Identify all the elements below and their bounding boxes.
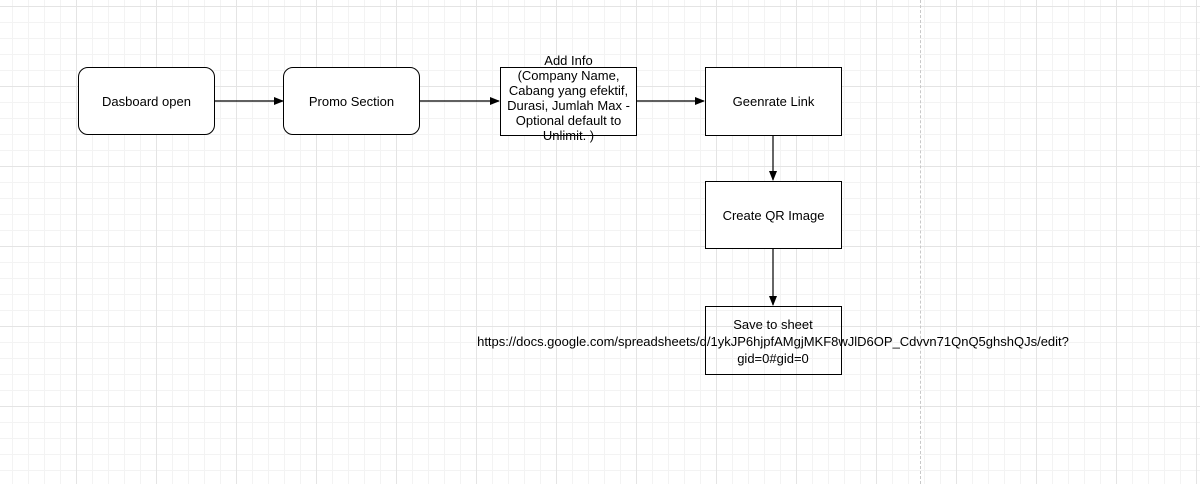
node-create-qr-image-label: Create QR Image <box>722 207 825 223</box>
node-promo-section-label: Promo Section <box>308 93 395 109</box>
node-generate-link[interactable]: Geenrate Link <box>705 67 842 136</box>
node-add-info-label: Add Info (Company Name, Cabang yang efek… <box>507 53 630 143</box>
node-save-to-sheet-label: Save to sheet https://docs.google.com/sp… <box>477 317 1069 366</box>
node-promo-section[interactable]: Promo Section <box>283 67 420 135</box>
node-dashboard-open-label: Dasboard open <box>102 93 191 109</box>
node-create-qr-image[interactable]: Create QR Image <box>705 181 842 249</box>
page-break-line <box>920 0 921 484</box>
node-add-info[interactable] <box>500 67 637 136</box>
node-dashboard-open[interactable]: Dasboard open <box>78 67 215 135</box>
node-save-to-sheet[interactable] <box>705 306 842 375</box>
node-generate-link-label: Geenrate Link <box>732 94 815 109</box>
